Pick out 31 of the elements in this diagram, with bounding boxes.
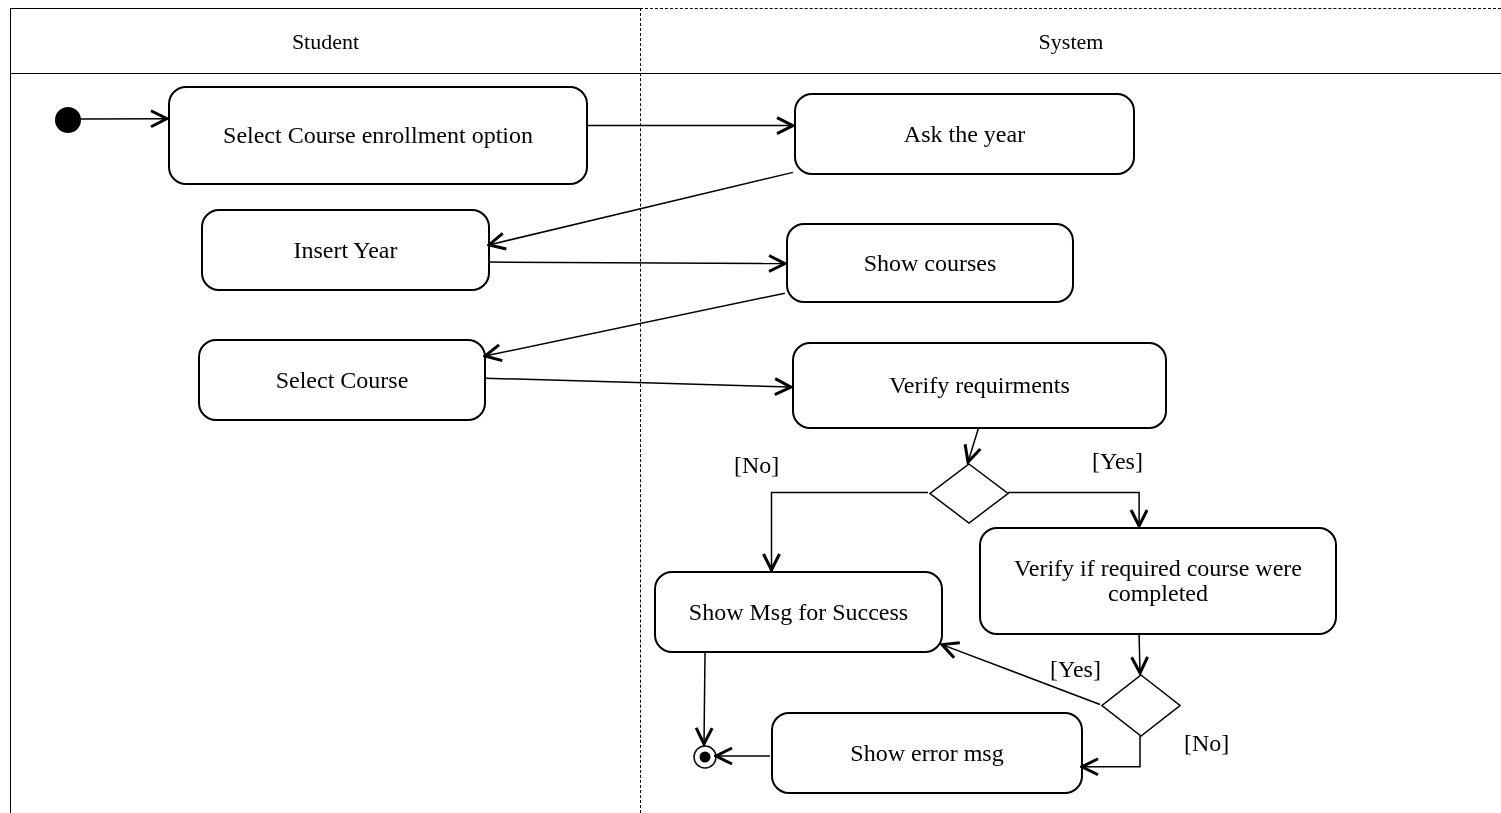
final-node	[693, 745, 717, 769]
arrow	[1007, 491, 1149, 528]
swimlane	[10, 8, 640, 813]
arrow	[483, 292, 786, 363]
action-box: Select Course	[198, 339, 486, 421]
start-node	[55, 107, 81, 133]
arrow	[762, 491, 929, 572]
arrow	[694, 651, 714, 746]
arrow	[1080, 735, 1141, 777]
arrow	[963, 427, 982, 464]
action-box: Verify requirments	[792, 342, 1167, 429]
arrow	[1130, 633, 1150, 675]
action-box: Insert Year	[201, 209, 490, 291]
action-box: Verify if required course were completed	[979, 527, 1337, 635]
action-box: Select Course enrollment option	[168, 86, 588, 185]
lane-header: Student	[291, 27, 360, 56]
decision-diamond	[1101, 674, 1181, 737]
arrow	[484, 377, 793, 397]
decision-diamond	[929, 463, 1009, 524]
arrow	[488, 254, 787, 273]
arrow	[487, 171, 794, 251]
arrow	[79, 109, 169, 129]
arrow	[586, 116, 795, 136]
swimlane	[640, 8, 1501, 813]
action-box: Show error msg	[771, 712, 1083, 794]
action-box: Show Msg for Success	[654, 571, 943, 653]
arrow	[714, 746, 771, 766]
action-box: Show courses	[786, 223, 1074, 303]
action-box: Ask the year	[794, 93, 1135, 175]
lane-header: System	[1038, 27, 1104, 56]
arrow	[940, 641, 1101, 706]
